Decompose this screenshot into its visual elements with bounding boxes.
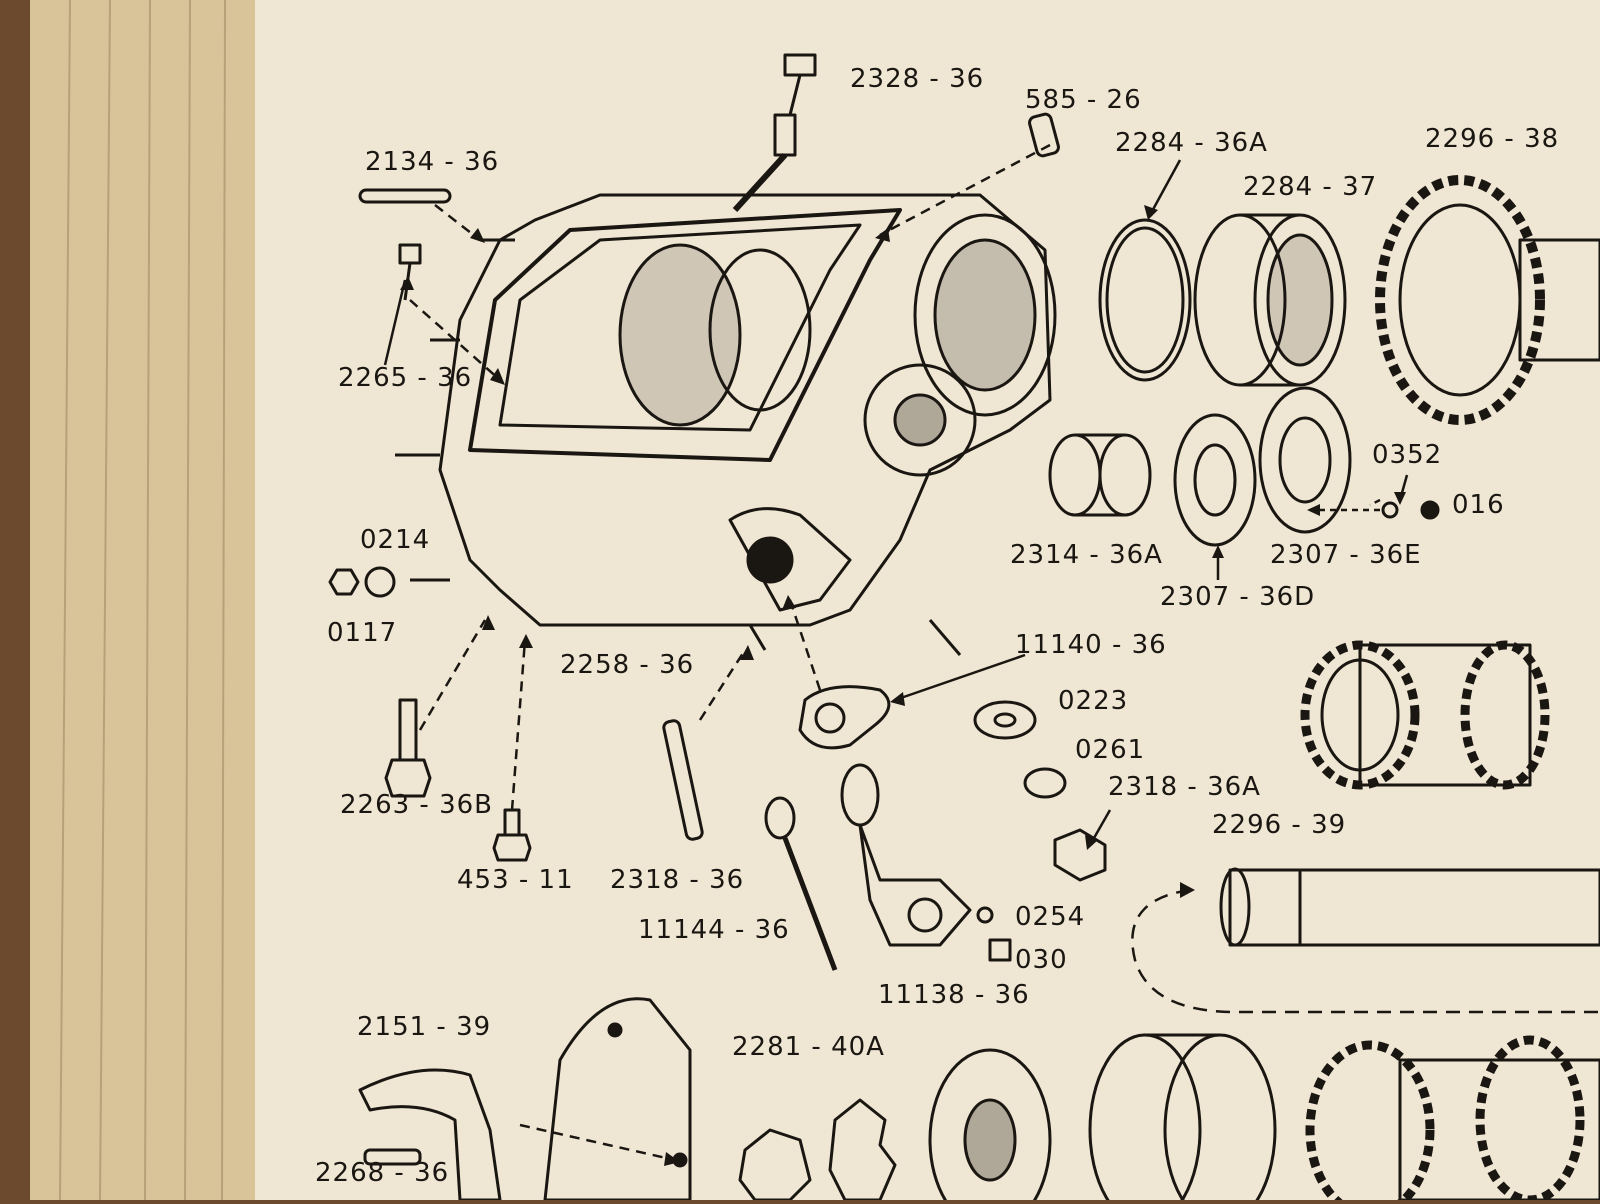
part-label-11138-36: 11138 - 36	[878, 980, 1030, 1010]
gear-2296-38	[1375, 175, 1600, 425]
plate-11140-36-hole	[814, 702, 846, 734]
part-label-0214: 0214	[360, 525, 431, 555]
part-label-2268-36: 2268 - 36	[315, 1158, 450, 1188]
page-edge-lines	[59, 0, 226, 1201]
part-label-030: 030	[1015, 945, 1068, 975]
plate-2307-36e	[1258, 386, 1352, 534]
washer-0352	[1381, 501, 1399, 519]
lockwasher-2281-40a	[828, 1098, 897, 1202]
part-label-2151-39: 2151 - 39	[357, 1012, 492, 1042]
bearing-race-2284-37	[1193, 213, 1347, 387]
part-label-11140-36: 11140 - 36	[1015, 630, 1167, 660]
part-label-2258-36: 2258 - 36	[560, 650, 695, 680]
part-label-2281-40a: 2281 - 40A	[732, 1032, 885, 1062]
nut-bottom	[738, 1128, 812, 1202]
gear-11138-36	[840, 763, 972, 947]
washer-0254	[976, 906, 994, 924]
part-label-016: 016	[1452, 490, 1505, 520]
nut-2318-36a	[1053, 828, 1107, 882]
washer-2307-36d-hole	[1193, 443, 1237, 517]
washer-0223-hole	[993, 712, 1017, 728]
part-label-11144-36: 11144 - 36	[638, 915, 790, 945]
part-label-2296-39: 2296 - 39	[1212, 810, 1347, 840]
screw-016	[1420, 500, 1440, 520]
part-label-2314-36a: 2314 - 36A	[1010, 540, 1163, 570]
gear-cluster-2296-39	[1300, 640, 1550, 790]
bolt-2328-36	[732, 53, 817, 213]
screw-2268-36	[363, 1148, 422, 1166]
nut-0117	[328, 568, 360, 596]
snap-ring-inner	[1105, 226, 1185, 374]
paper-page	[255, 0, 1600, 1200]
part-label-0261: 0261	[1075, 735, 1146, 765]
mainshaft	[1219, 867, 1600, 947]
snap-ring-2284-36a	[1098, 218, 1192, 382]
stud-2134-36	[358, 188, 452, 204]
part-label-453-11: 453 - 11	[457, 865, 574, 895]
housing-studs	[395, 238, 962, 656]
part-label-0352: 0352	[1372, 440, 1443, 470]
part-label-585-26: 585 - 26	[1025, 85, 1142, 115]
part-label-2307-36d: 2307 - 36D	[1160, 582, 1316, 612]
part-label-2307-36e: 2307 - 36E	[1270, 540, 1422, 570]
part-label-2328-36: 2328 - 36	[850, 64, 985, 94]
part-label-2296-38: 2296 - 38	[1425, 124, 1560, 154]
part-label-0254: 0254	[1015, 902, 1086, 932]
bearing-race-bottom	[1088, 1033, 1277, 1204]
cover-plate	[543, 997, 692, 1202]
plate-11140-36	[798, 685, 891, 750]
dowel-585-26	[1028, 112, 1060, 158]
part-label-2318-36: 2318 - 36	[610, 865, 745, 895]
part-label-2263-36b: 2263 - 36B	[340, 790, 493, 820]
part-label-2284-37: 2284 - 37	[1243, 172, 1378, 202]
part-label-2265-36: 2265 - 36	[338, 363, 473, 393]
washer-2307-36d	[1173, 413, 1257, 547]
part-label-0117: 0117	[327, 618, 398, 648]
lockwasher-0261	[1023, 767, 1067, 799]
bearing-bottom-1	[928, 1048, 1052, 1204]
plate-2307-36e-hole	[1278, 416, 1332, 504]
part-label-2284-36a: 2284 - 36A	[1115, 128, 1268, 158]
bolt-2263-36b	[384, 698, 432, 798]
screw-030	[988, 938, 1012, 962]
part-label-0223: 0223	[1058, 686, 1129, 716]
bushing-2314-36a	[1048, 433, 1152, 517]
pinion-11144-36	[764, 796, 838, 971]
washer-0214	[364, 566, 396, 598]
part-label-2134-36: 2134 - 36	[365, 147, 500, 177]
part-label-2318-36a: 2318 - 36A	[1108, 772, 1261, 802]
gearbox-housing	[438, 193, 1057, 627]
washer-0223	[973, 700, 1037, 740]
stud-2318-36	[662, 719, 704, 841]
arrowheads	[400, 205, 1406, 1166]
